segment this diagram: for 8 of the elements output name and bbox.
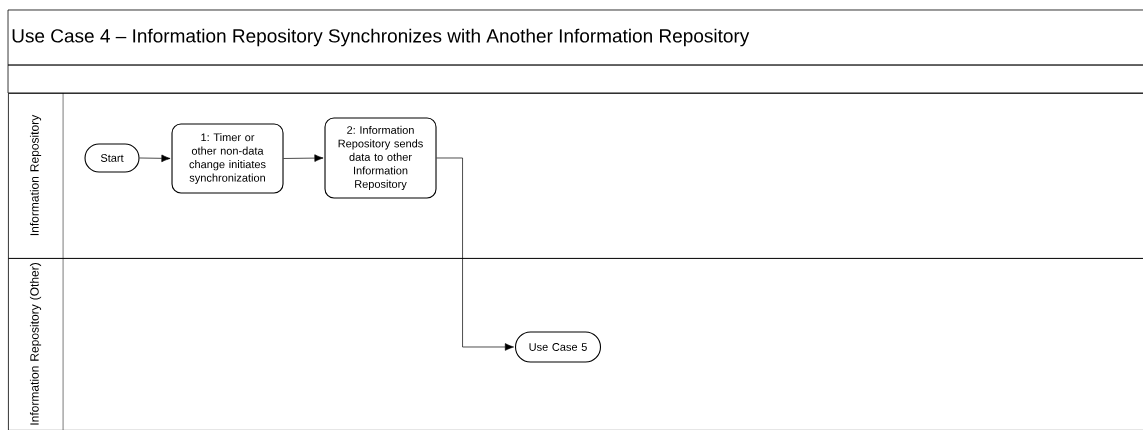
arrow — [283, 154, 324, 162]
process-box: 1: Timer or other non-data change initiates synchronization — [171, 123, 284, 194]
terminator-pill: Start — [84, 143, 140, 173]
terminator-pill: Use Case 5 — [514, 331, 602, 363]
arrow — [436, 157, 514, 351]
process-box: 2: Information Repository sends data to other Information Repository — [324, 117, 437, 199]
title-bar: Use Case 4 – Information Repository Synchronizes with Another Information Repository — [7, 9, 1143, 66]
arrow — [139, 154, 171, 163]
